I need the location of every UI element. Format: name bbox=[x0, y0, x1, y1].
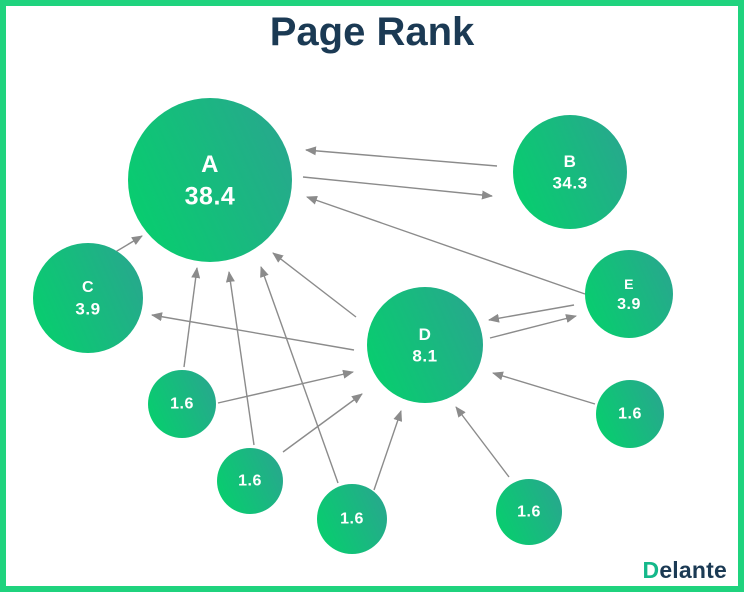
node-C: C 3.9 bbox=[33, 243, 143, 353]
arrow-E-to-D bbox=[488, 304, 575, 323]
page-title: Page Rank bbox=[269, 10, 475, 54]
node-D-value: 8.1 bbox=[412, 347, 437, 366]
delante-logo: Delante bbox=[643, 557, 728, 584]
delante-logo-d: D bbox=[642, 557, 660, 583]
node-s1-value: 1.6 bbox=[170, 396, 194, 413]
node-s3-value: 1.6 bbox=[340, 511, 364, 528]
node-s4: 1.6 bbox=[496, 479, 562, 545]
node-C-value: 3.9 bbox=[75, 300, 100, 319]
node-s1-circle bbox=[148, 370, 216, 438]
node-B-value: 34.3 bbox=[552, 174, 587, 193]
node-B-label: B bbox=[564, 152, 577, 171]
node-s3-circle bbox=[317, 484, 387, 554]
node-E-value: 3.9 bbox=[617, 296, 641, 313]
arrow-D-to-A bbox=[272, 252, 357, 318]
node-A-circle bbox=[128, 98, 292, 262]
node-C-circle bbox=[33, 243, 143, 353]
node-s4-circle bbox=[496, 479, 562, 545]
node-E: E 3.9 bbox=[585, 250, 673, 338]
arrow-s2-to-D bbox=[282, 393, 363, 453]
arrow-s2-to-A bbox=[225, 271, 255, 446]
node-D-circle bbox=[367, 287, 483, 403]
node-s3: 1.6 bbox=[317, 484, 387, 554]
node-s2-value: 1.6 bbox=[238, 473, 262, 490]
node-D: D 8.1 bbox=[367, 287, 483, 403]
arrow-s1-to-A bbox=[183, 267, 201, 368]
arrow-D-to-C bbox=[151, 312, 355, 351]
node-B-circle bbox=[513, 115, 627, 229]
node-s2-circle bbox=[217, 448, 283, 514]
node-B: B 34.3 bbox=[513, 115, 627, 229]
node-s5-circle bbox=[596, 380, 664, 448]
arrow-s5-to-D bbox=[492, 371, 596, 405]
arrow-s4-to-D bbox=[455, 406, 510, 478]
node-A-value: 38.4 bbox=[185, 183, 236, 211]
node-E-circle bbox=[585, 250, 673, 338]
delante-logo-text: elante bbox=[659, 557, 727, 583]
arrow-s1-to-D bbox=[217, 369, 354, 404]
node-s4-value: 1.6 bbox=[517, 504, 541, 521]
node-s5-value: 1.6 bbox=[618, 406, 642, 423]
arrow-D-to-E bbox=[489, 314, 577, 339]
node-s5: 1.6 bbox=[596, 380, 664, 448]
arrow-C-to-A bbox=[111, 235, 143, 255]
node-s1: 1.6 bbox=[148, 370, 216, 438]
node-E-label: E bbox=[624, 276, 634, 292]
node-A: A 38.4 bbox=[128, 98, 292, 262]
arrow-s3-to-D bbox=[373, 410, 403, 491]
node-s2: 1.6 bbox=[217, 448, 283, 514]
arrow-B-to-A bbox=[305, 146, 498, 167]
arrow-A-to-B bbox=[302, 176, 493, 200]
node-D-label: D bbox=[419, 325, 432, 344]
arrow-s3-to-A bbox=[260, 266, 339, 484]
node-C-label: C bbox=[82, 279, 94, 296]
arrow-E-to-A bbox=[306, 196, 586, 295]
node-A-label: A bbox=[201, 151, 219, 178]
